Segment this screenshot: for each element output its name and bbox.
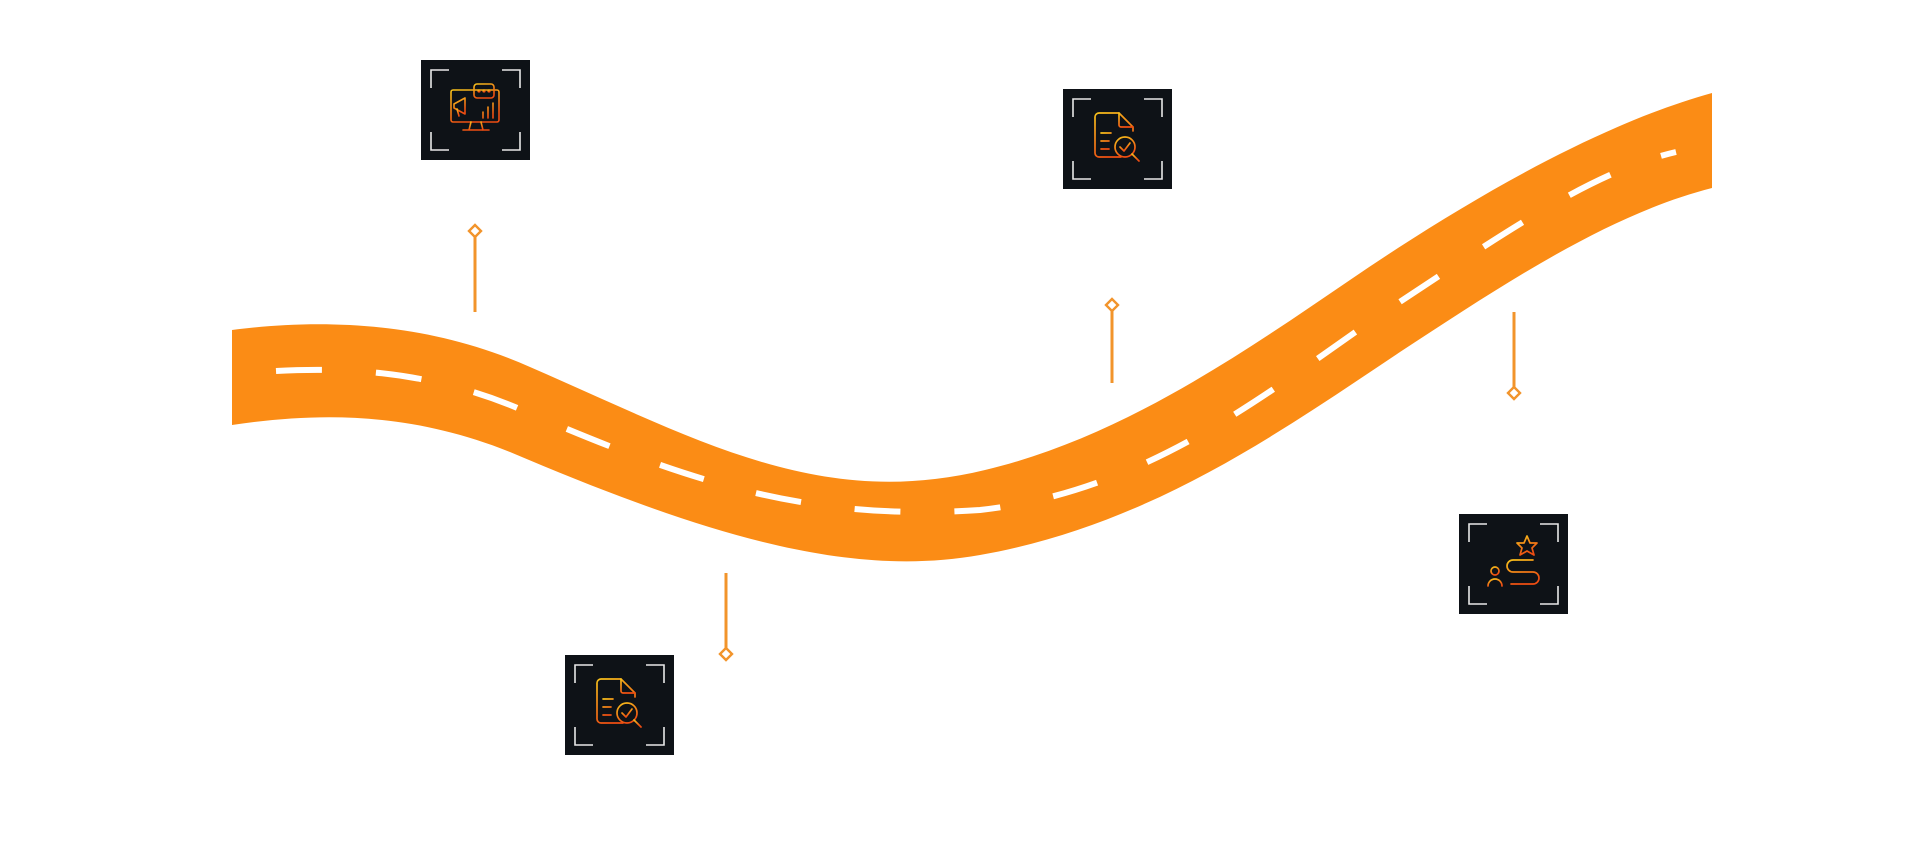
milestone-1-connector [467, 223, 483, 312]
road-body [232, 93, 1712, 562]
user-path-star-icon [1468, 523, 1559, 605]
milestone-2-icon-box [565, 655, 674, 755]
document-search-check-icon [1072, 98, 1163, 180]
milestone-2-connector [718, 573, 734, 662]
milestone-3-icon-box [1063, 89, 1172, 189]
monitor-megaphone-chat-chart-icon [430, 69, 521, 151]
road-lane-dashes [275, 149, 1677, 515]
milestone-3-connector [1104, 297, 1120, 383]
milestone-4-connector [1506, 312, 1522, 401]
milestone-4-icon-box [1459, 514, 1568, 614]
milestone-1-icon-box [421, 60, 530, 160]
document-search-check-icon [574, 664, 665, 746]
